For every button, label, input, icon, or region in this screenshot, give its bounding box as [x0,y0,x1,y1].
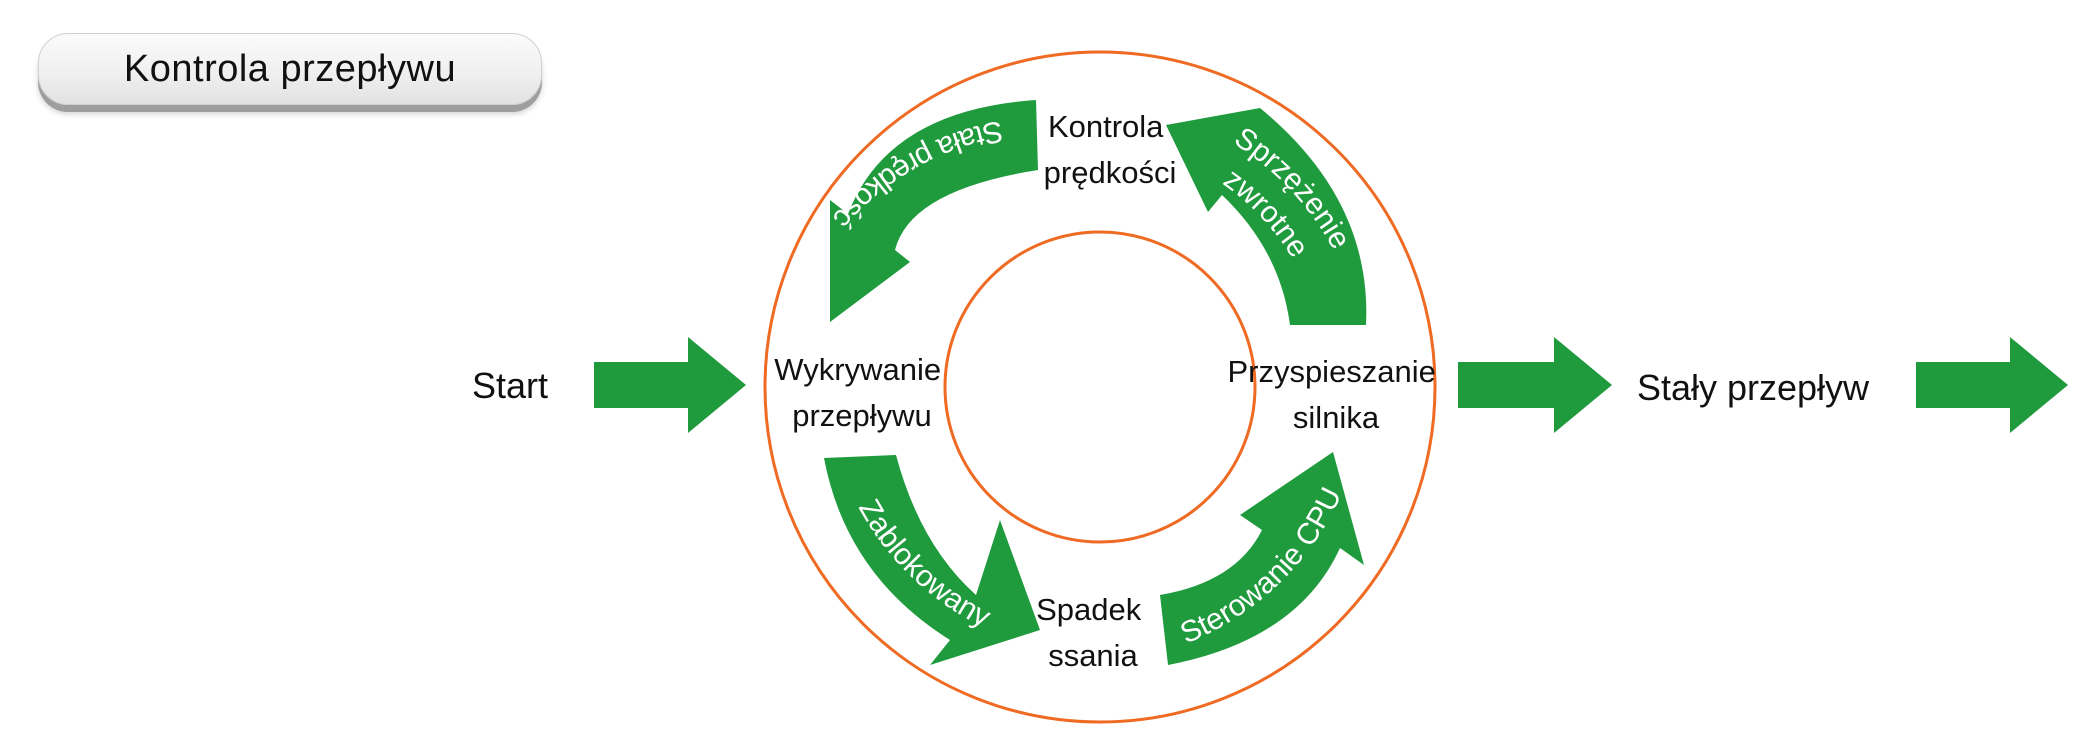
middle-arrow [1458,337,1612,433]
cycle-arrow-top-right [1166,108,1367,325]
cycle-arrow-top-left [830,100,1038,322]
end-arrow [1916,337,2068,433]
page-title: Kontrola przepływu [123,47,457,90]
cycle-arrow-bottom-left [824,455,1040,665]
title-badge: Kontrola przepływu [38,33,542,105]
node-wykrywanie-przeplywu: Wykrywanie przepływu [774,352,949,433]
node-spadek-ssania: Spadek ssania [1036,592,1150,673]
node-przyspieszanie-silnika: Przyspieszanie silnika [1227,354,1444,435]
end-label: Stały przepływ [1637,367,1870,408]
node-kontrola-predkosci: Kontrola prędkości [1044,109,1177,190]
cycle-arrow-bottom-right [1160,452,1364,665]
start-label: Start [472,365,548,406]
inner-ring [943,230,1257,544]
start-arrow [594,337,746,433]
outer-ring [763,50,1437,724]
